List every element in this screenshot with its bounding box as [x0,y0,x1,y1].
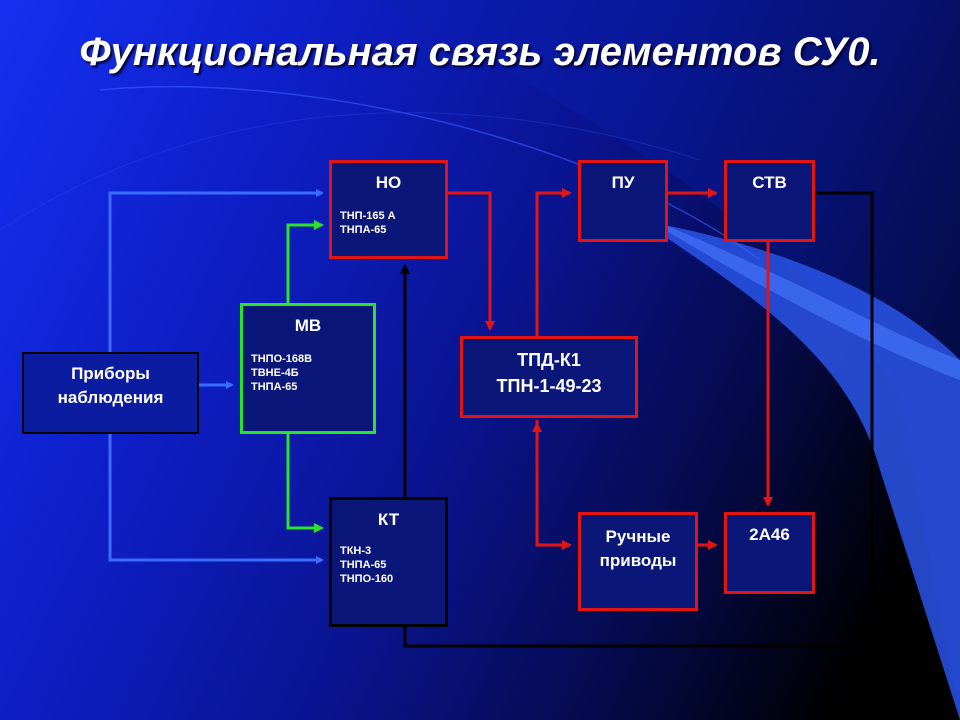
a46-title: 2А46 [749,525,790,544]
box-stv: СТВ [724,160,815,242]
mv-line-3: ТНПА-65 [251,381,298,393]
pribory-title-line1: Приборы [71,364,150,383]
no-line-1: ТНП-165 А [340,210,396,222]
ruchnye-title-line2: приводы [599,551,677,570]
stv-title: СТВ [752,173,787,192]
box-mv: МВ ТНПО-168В ТВНЕ-4Б ТНПА-65 [240,303,376,434]
box-pribory-nablyudeniya: Приборы наблюдения [22,352,199,434]
no-line-2: ТНПА-65 [340,224,387,236]
mv-title: МВ [294,316,322,335]
box-2a46: 2А46 [724,512,815,594]
pribory-title-line2: наблюдения [57,388,164,407]
box-pu: ПУ [578,160,668,242]
kt-line-1: ТКН-3 [340,545,372,557]
ruchnye-title-line1: Ручные [605,527,671,546]
box-kt: КТ ТКН-3 ТНПА-65 ТНПО-160 [329,497,448,627]
box-no: НО ТНП-165 А ТНПА-65 [329,160,448,259]
tpd-title-line2: ТПН-1-49-23 [496,376,602,396]
slide-title: Функциональная связь элементов СУ0. [79,30,881,74]
box-ruchnye-privody: Ручные приводы [578,512,698,611]
kt-line-3: ТНПО-160 [340,573,394,585]
pu-title: ПУ [611,173,635,192]
box-tpd-k1: ТПД-К1 ТПН-1-49-23 [460,336,638,418]
mv-line-1: ТНПО-168В [251,353,313,365]
no-title: НО [375,173,402,192]
mv-line-2: ТВНЕ-4Б [251,367,299,379]
kt-line-2: ТНПА-65 [340,559,387,571]
kt-title: КТ [377,510,400,529]
tpd-title-line1: ТПД-К1 [517,350,581,370]
